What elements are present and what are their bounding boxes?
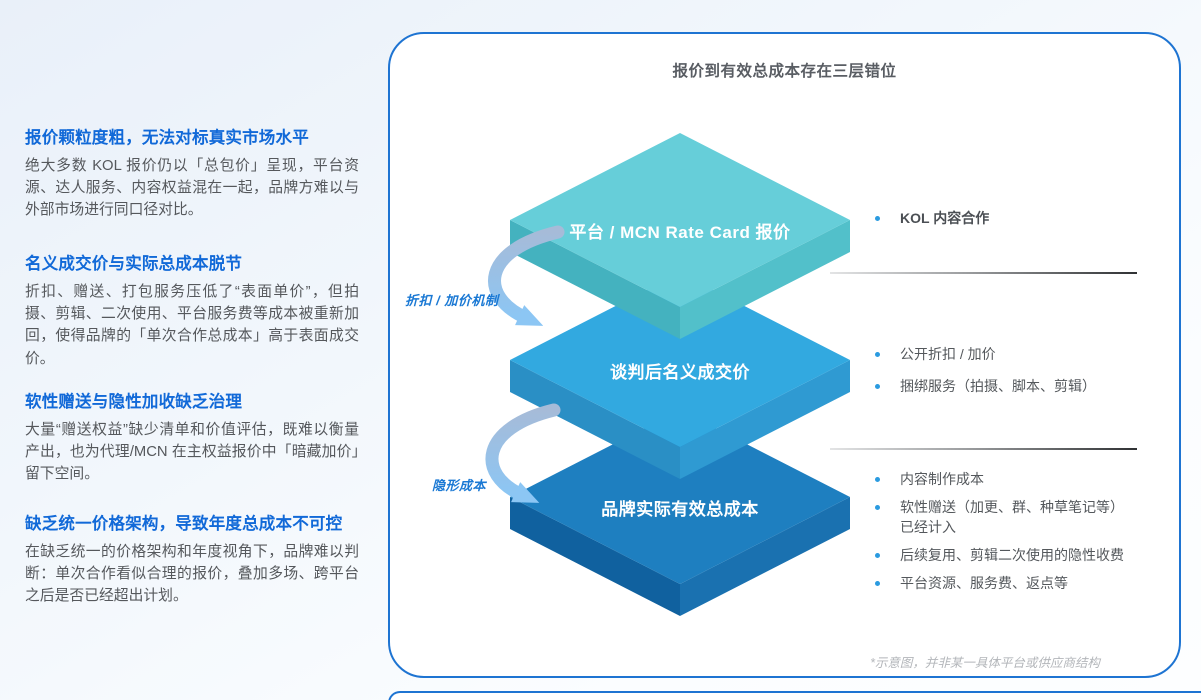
section-heading: 缺乏统一价格架构，导致年度总成本不可控 xyxy=(25,515,343,533)
section-body: 绝大多数 KOL 报价仍以「总包价」呈现，平台资源、达人服务、内容权益混在一起，… xyxy=(25,158,359,219)
arrow-2-label: 隐形成本 xyxy=(432,478,487,493)
annotation-text: 平台资源、服务费、返点等 xyxy=(900,575,1068,591)
arrow-1-label: 折扣 / 加价机制 xyxy=(405,293,499,308)
layer-3-label: 品牌实际有效总成本 xyxy=(601,500,759,519)
sidebar-section-1: 报价颗粒度粗，无法对标真实市场水平 绝大多数 KOL 报价仍以「总包价」呈现，平… xyxy=(25,124,359,222)
bullet-icon xyxy=(875,384,880,389)
annotation-text: 捆绑服务（拍摄、脚本、剪辑） xyxy=(900,378,1096,394)
bullet-icon xyxy=(875,477,880,482)
sidebar-section-3: 软性赠送与隐性加收缺乏治理 大量“赠送权益”缺少清单和价值评估，既难以衡量产出，… xyxy=(25,388,359,486)
bullet-icon xyxy=(875,216,880,221)
diagram-card: 报价到有效总成本存在三层错位 xyxy=(388,32,1181,678)
sidebar-section-4: 缺乏统一价格架构，导致年度总成本不可控 在缺乏统一的价格架构和年度视角下，品牌难… xyxy=(25,510,359,608)
layer-3-right-face xyxy=(680,497,850,616)
footnote: *示意图，并非某一具体平台或供应商结构 xyxy=(870,656,1100,670)
section-body: 在缺乏统一的价格架构和年度视角下，品牌难以判断：单次合作看似合理的报价，叠加多场… xyxy=(25,544,359,605)
section-body: 大量“赠送权益”缺少清单和价值评估，既难以衡量产出，也为代理/MCN 在主权益报… xyxy=(25,422,359,483)
section-heading: 报价颗粒度粗，无法对标真实市场水平 xyxy=(25,129,309,147)
annotation-group-2: 公开折扣 / 加价 捆绑服务（拍摄、脚本、剪辑） xyxy=(830,344,1137,396)
list-item: 平台资源、服务费、返点等 xyxy=(830,573,1137,593)
isometric-stack-diagram xyxy=(485,133,850,616)
layer-2-left-face xyxy=(510,360,680,479)
bullet-icon xyxy=(875,352,880,357)
layer-1-left-face xyxy=(510,220,680,339)
layer-1-rate-card xyxy=(510,133,850,339)
layer-3-left-face xyxy=(510,497,680,616)
annotation-text: 内容制作成本 xyxy=(900,471,984,487)
curved-arrow-icon-1 xyxy=(488,225,565,326)
section-heading: 名义成交价与实际总成本脱节 xyxy=(25,255,243,273)
bullet-icon xyxy=(875,505,880,510)
bullet-icon xyxy=(875,581,880,586)
list-item: 内容制作成本 xyxy=(830,469,1137,489)
layer-3-brand-effective-cost xyxy=(510,410,850,616)
annotation-text: 公开折扣 / 加价 xyxy=(900,346,996,362)
section-body: 折扣、赠送、打包服务压低了“表面单价”，但拍摄、剪辑、二次使用、平台服务费等成本… xyxy=(25,284,359,367)
section-heading: 软性赠送与隐性加收缺乏治理 xyxy=(25,393,243,411)
layer-1-top-face xyxy=(510,133,850,307)
layer-1-right-face xyxy=(680,220,850,339)
list-item: 软性赠送（加更、群、种草笔记等）已经计入 xyxy=(830,497,1137,537)
list-item: 后续复用、剪辑二次使用的隐性收费 xyxy=(830,545,1137,565)
list-item: KOL 内容合作 xyxy=(830,208,1137,228)
divider-line-2 xyxy=(830,448,1137,450)
layer-2-top-face xyxy=(510,273,850,447)
annotation-text: 后续复用、剪辑二次使用的隐性收费 xyxy=(900,547,1124,563)
annotation-text: KOL 内容合作 xyxy=(900,210,990,226)
annotation-text: 软性赠送（加更、群、种草笔记等）已经计入 xyxy=(900,499,1124,535)
list-item: 捆绑服务（拍摄、脚本、剪辑） xyxy=(830,376,1137,396)
sidebar-section-2: 名义成交价与实际总成本脱节 折扣、赠送、打包服务压低了“表面单价”，但拍摄、剪辑… xyxy=(25,250,359,370)
bullet-icon xyxy=(875,553,880,558)
next-card-edge xyxy=(388,691,1201,700)
annotation-group-3: 内容制作成本 软性赠送（加更、群、种草笔记等）已经计入 后续复用、剪辑二次使用的… xyxy=(830,469,1137,593)
layer-2-nominal-price xyxy=(510,273,850,479)
curved-arrow-icon-2 xyxy=(485,403,561,503)
annotation-group-1: KOL 内容合作 xyxy=(830,208,1137,228)
layer-3-top-face xyxy=(510,410,850,584)
layer-2-label: 谈判后名义成交价 xyxy=(610,363,750,382)
card-title: 报价到有效总成本存在三层错位 xyxy=(672,63,897,80)
divider-line-1 xyxy=(830,272,1137,274)
list-item: 公开折扣 / 加价 xyxy=(830,344,1137,364)
layer-2-right-face xyxy=(680,360,850,479)
layer-1-label: 平台 / MCN Rate Card 报价 xyxy=(569,223,791,242)
